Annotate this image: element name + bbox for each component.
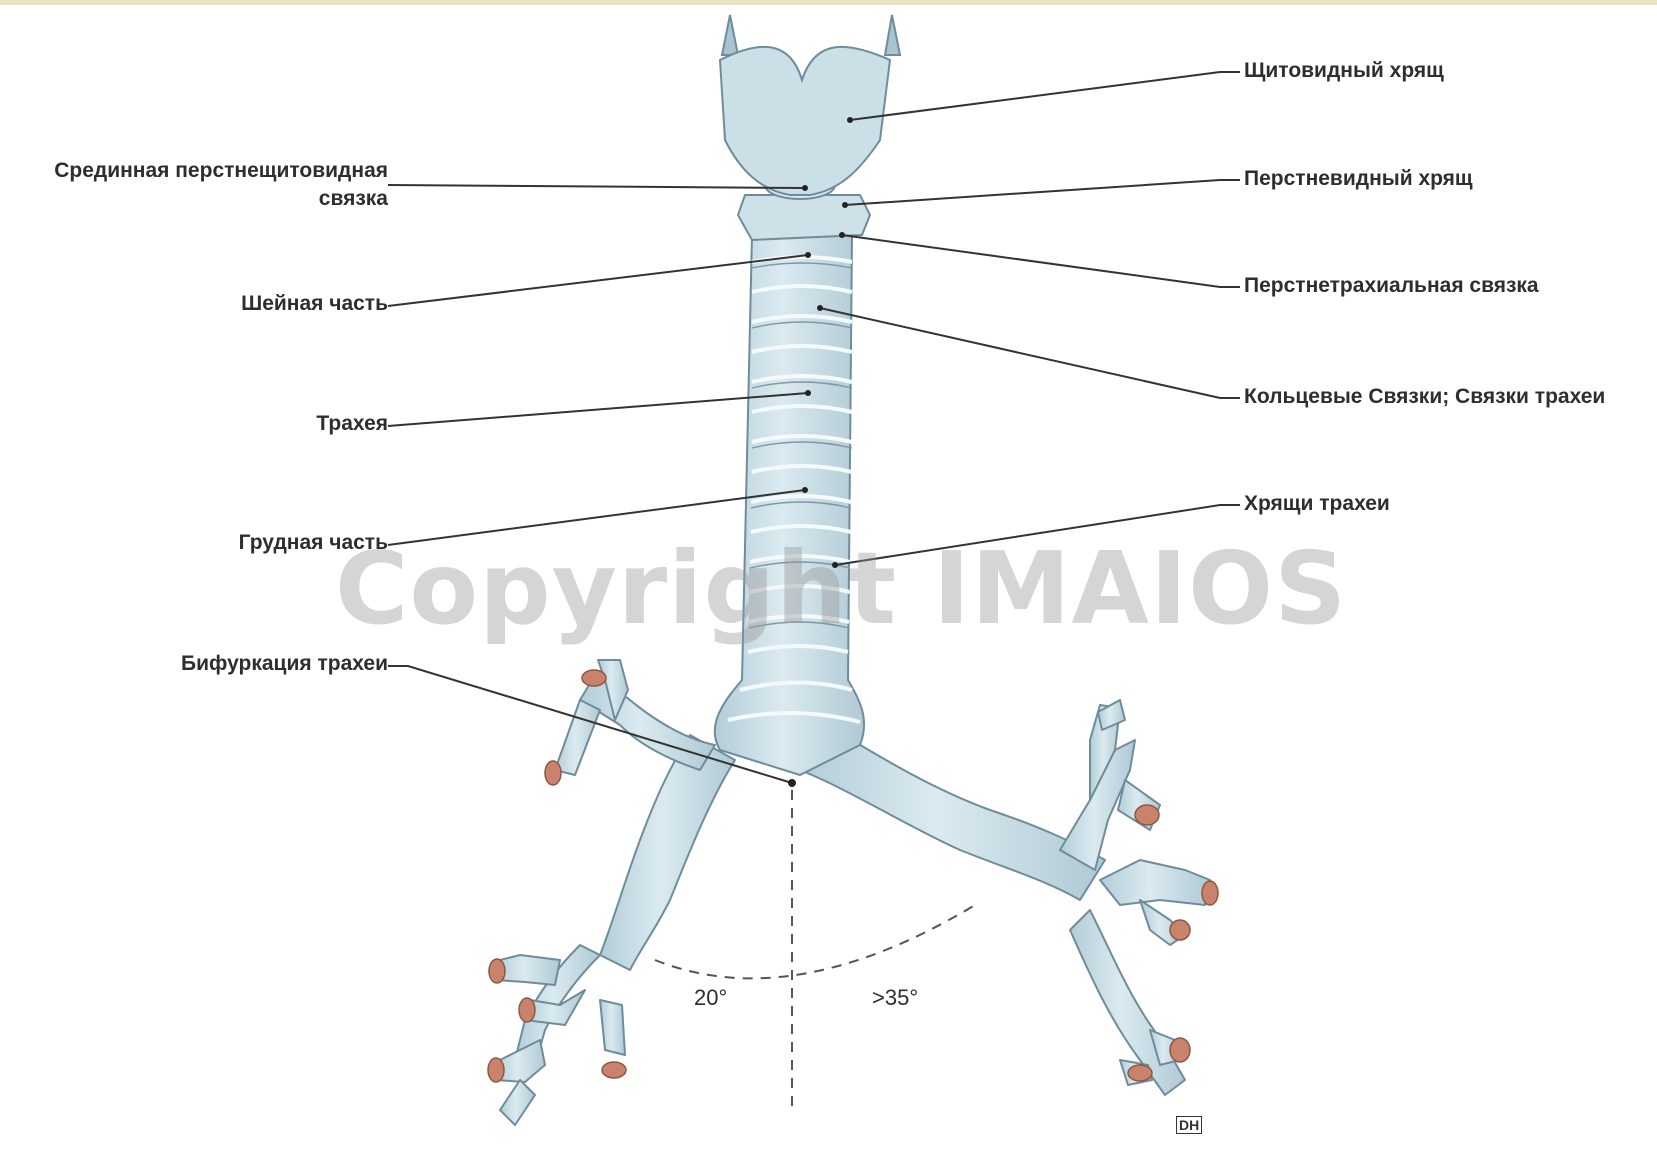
cut-end [488, 1058, 504, 1082]
cut-end [545, 761, 561, 785]
label-tracheal-cartilages: Хрящи трахеи [1244, 490, 1390, 518]
cut-end [1202, 881, 1218, 905]
cut-end [519, 998, 535, 1022]
cricoid-cartilage [738, 195, 870, 240]
cut-end [582, 670, 606, 686]
angle-arc [655, 905, 975, 978]
leader-cervical-part [388, 255, 808, 306]
copyright-watermark: Copyright IMAIOS [335, 530, 1347, 647]
label-cricoid-cartilage: Перстневидный хрящ [1244, 165, 1473, 193]
thyroid-cartilage [720, 15, 900, 195]
label-thoracic-part: Грудная часть [239, 529, 388, 557]
leader-annular-ligaments [820, 308, 1240, 398]
cut-end [489, 959, 505, 983]
cut-end [1170, 920, 1190, 940]
label-cricotracheal-ligament: Перстнетрахиальная связка [1244, 272, 1539, 300]
label-line: связка [54, 185, 388, 213]
cut-end [1135, 805, 1159, 825]
cut-end [602, 1062, 626, 1078]
angle-left-label: 20° [694, 985, 727, 1011]
label-annular-ligaments: Кольцевые Связки; Связки трахеи [1244, 383, 1605, 411]
label-line: Срединная перстнещитовидная [54, 157, 388, 185]
angle-guides [655, 790, 975, 1110]
label-trachea: Трахея [316, 410, 388, 438]
leader-cricoid-cartilage [845, 180, 1240, 205]
cut-end [1128, 1065, 1152, 1081]
leader-trachea [388, 393, 808, 426]
label-thyroid-cartilage: Щитовидный хрящ [1244, 57, 1444, 85]
leader-median-cricothyroid [388, 185, 805, 188]
right-bronchial-tree [800, 700, 1210, 1095]
leader-cricotracheal [842, 235, 1240, 287]
artist-signature: DH [1176, 1116, 1202, 1134]
trachea-tube [715, 235, 864, 775]
label-median-cricothyroid-ligament: Срединная перстнещитовидная связка [54, 157, 388, 213]
label-tracheal-bifurcation: Бифуркация трахеи [181, 650, 388, 678]
label-cervical-part: Шейная часть [241, 290, 388, 318]
angle-right-label: >35° [872, 985, 918, 1011]
leader-thyroid-cartilage [850, 72, 1240, 120]
cut-end [1170, 1038, 1190, 1062]
